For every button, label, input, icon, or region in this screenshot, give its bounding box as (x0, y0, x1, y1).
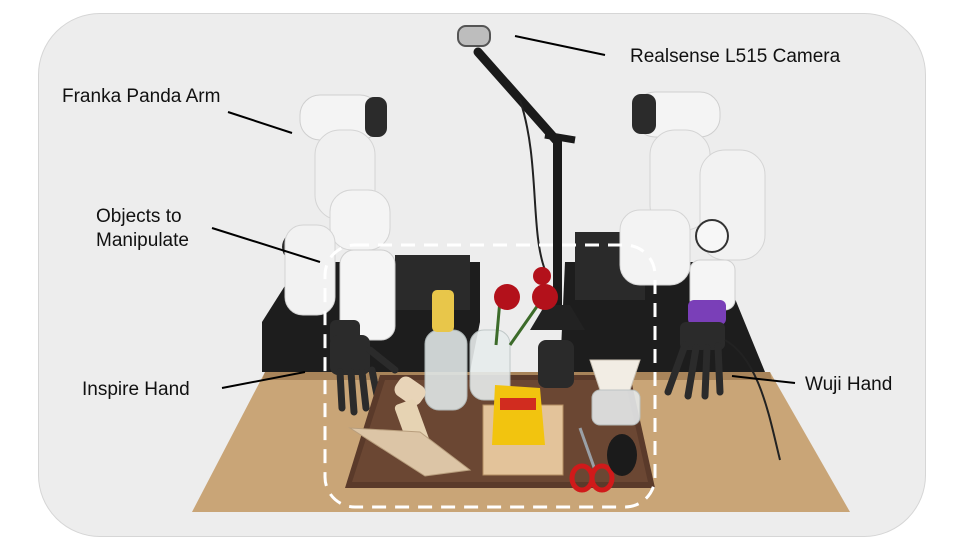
label-camera: Realsense L515 Camera (630, 46, 841, 67)
label-objects: Objects to Manipulate (96, 205, 216, 253)
label-objects-line1: Objects to (96, 206, 182, 227)
spray-bottle (424, 329, 468, 411)
rose (533, 267, 551, 285)
chips-bag (492, 385, 545, 445)
label-wuji-hand: Wuji Hand (805, 374, 893, 395)
scissors (569, 427, 615, 493)
left-franka-arm (282, 94, 396, 345)
rose (532, 284, 558, 310)
label-inspire-hand: Inspire Hand (82, 379, 190, 400)
glass-vase (469, 329, 511, 401)
pointer-wuji (731, 375, 796, 384)
rose (494, 284, 520, 310)
dustpan (348, 427, 472, 477)
wuji-hand (664, 322, 781, 461)
objects-to-manipulate (348, 267, 641, 493)
brush (394, 376, 426, 406)
right-franka-arm (619, 91, 766, 325)
pointer-inspire (221, 371, 306, 389)
camera-stand (457, 25, 585, 330)
label-objects-line2: Manipulate (96, 230, 189, 251)
pointer-camera (514, 35, 606, 56)
pointer-objects (211, 227, 321, 263)
objects-dashed-box (323, 243, 657, 509)
label-franka-arm: Franka Panda Arm (62, 86, 221, 107)
kettle (538, 340, 574, 388)
realsense-camera (457, 25, 491, 47)
computer-mouse (607, 434, 637, 476)
pointer-franka (227, 111, 293, 134)
